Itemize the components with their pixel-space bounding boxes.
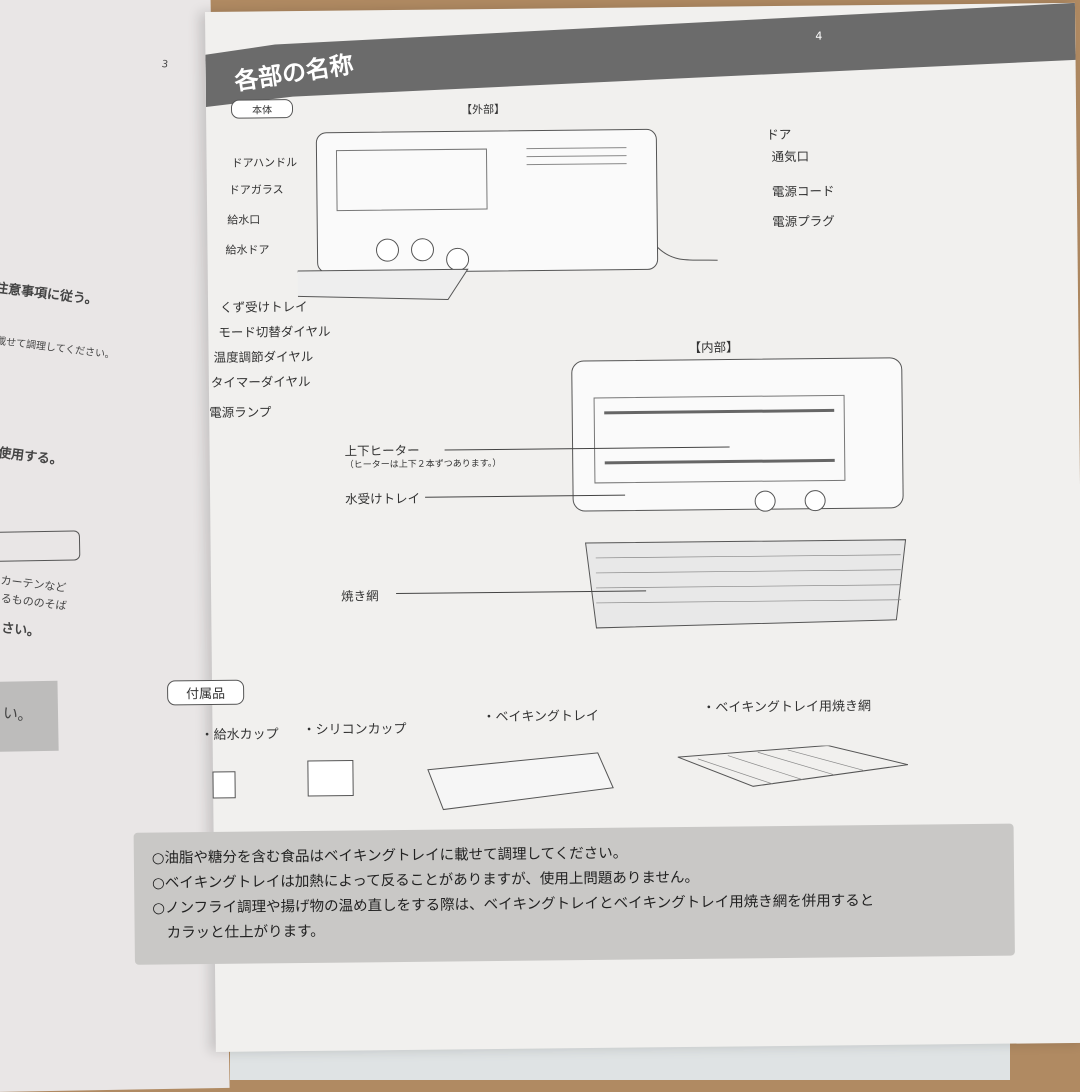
label-mode-dial: モード切替ダイヤル <box>218 323 331 340</box>
notes-box: ○油脂や糖分を含む食品はベイキングトレイに載せて調理してください。 ○ベイキング… <box>133 823 1015 965</box>
left-text: 載せて調理してください。 <box>0 335 116 362</box>
label-power-lamp: 電源ランプ <box>209 404 272 420</box>
section-tag: 本体 <box>230 99 294 119</box>
left-text: い。 <box>1 703 34 726</box>
left-text: 注意事項に従う。 <box>0 280 99 309</box>
label-power-cord: 電源コード <box>771 183 835 200</box>
baking-tray-icon <box>427 752 614 811</box>
exterior-heading: 【外部】 <box>460 102 506 117</box>
baking-rack-icon <box>677 745 909 787</box>
accessory-drawings <box>212 745 909 811</box>
label-door-glass: ドアガラス <box>228 183 284 197</box>
label-grill-rack: 焼き網 <box>341 588 379 604</box>
label-temperature-dial: 温度調節ダイヤル <box>213 348 314 365</box>
accessory-water-cup: ・給水カップ <box>200 727 279 744</box>
label-heater-note: （ヒーターは上下２本ずつあります。） <box>344 458 502 471</box>
label-crumb-tray: くず受けトレイ <box>220 298 308 315</box>
water-cup-icon <box>212 771 236 799</box>
left-page-number: 3 <box>161 58 169 71</box>
label-water-door: 給水ドア <box>225 243 270 257</box>
label-water-inlet: 給水口 <box>227 213 261 227</box>
accessory-baking-rack: ・ベイキングトレイ用焼き網 <box>702 699 872 716</box>
oven-interior-drawing <box>571 357 907 629</box>
oven-exterior-drawing <box>296 128 719 300</box>
accessories-tag: 付属品 <box>166 679 245 706</box>
page-number: 4 <box>815 29 823 43</box>
silicone-cup-icon <box>307 759 354 797</box>
label-timer-dial: タイマーダイヤル <box>210 373 311 390</box>
label-vent: 通気口 <box>771 148 810 165</box>
manual-page: 各部の名称 4 本体 【外部】 ドア 通気口 電源コード 電源プラグ ドアハンド… <box>133 2 1080 1052</box>
accessory-baking-tray: ・ベイキングトレイ <box>482 708 600 726</box>
label-power-plug: 電源プラグ <box>772 213 835 230</box>
label-door: ドア <box>766 126 792 143</box>
accessory-silicone-cup: ・シリコンカップ <box>302 721 407 739</box>
label-water-tray: 水受けトレイ <box>345 490 421 507</box>
left-text: さい。 <box>0 620 41 641</box>
left-text: 使用する。 <box>0 445 64 469</box>
label-door-handle: ドアハンドル <box>231 156 298 170</box>
